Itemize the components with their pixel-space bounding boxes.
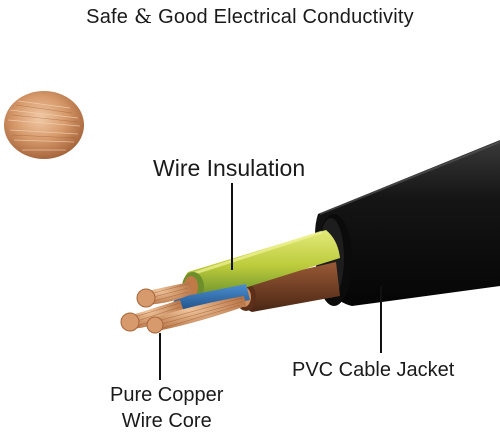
copper-core-label-line1: Pure Copper (110, 384, 224, 406)
wire-insulation-label: Wire Insulation (153, 155, 306, 181)
copper-strands (120, 282, 246, 334)
title-part-conductivity: Good Electrical Conductivity (158, 6, 414, 28)
title-part-safe: Safe (86, 6, 129, 28)
copper-core-label-line2: Wire Core (121, 410, 212, 432)
pvc-cable-jacket-label: PVC Cable Jacket (292, 359, 455, 381)
copper-core-label: Pure Copper Wire Core (110, 382, 223, 434)
title-ampersand: & (134, 4, 153, 28)
blue-insulated-wire (172, 284, 250, 312)
pvc-cable-jacket (315, 140, 500, 306)
copper-disc-icon (4, 91, 84, 159)
page-title: Safe&Good Electrical Conductivity (0, 4, 500, 29)
